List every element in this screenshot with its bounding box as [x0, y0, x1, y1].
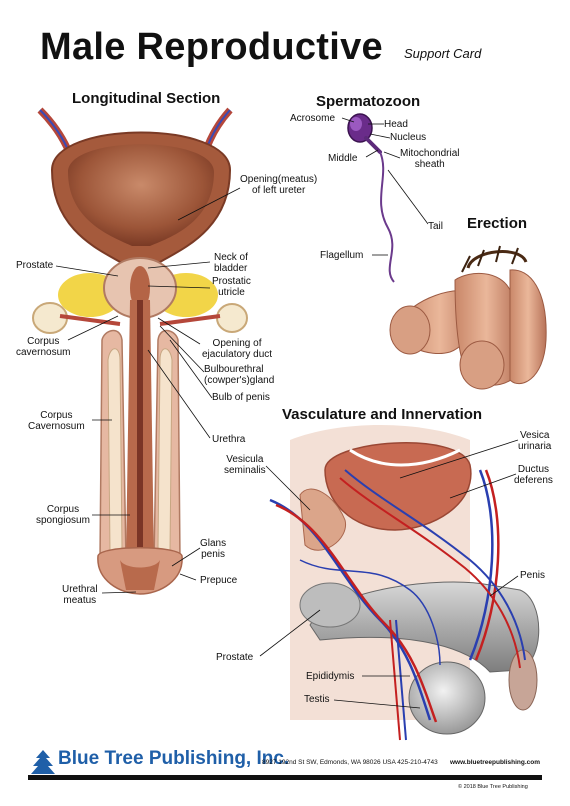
longitudinal-section-drawing: [32, 107, 248, 595]
label-bulb-penis: Bulb of penis: [212, 392, 270, 403]
publisher-website: www.bluetreepublishing.com: [450, 759, 541, 766]
publisher-address: 8927 192nd St SW, Edmonds, WA 98026 USA …: [262, 759, 438, 766]
leader-lines: [55, 117, 519, 709]
label-corpus-spongiosum: Corpus spongiosum: [36, 504, 90, 526]
label-middle: Middle: [328, 153, 358, 164]
label-urethral-meatus: Urethral meatus: [62, 584, 98, 606]
label-testis: Testis: [304, 694, 330, 705]
section-title-vasculature: Vasculature and Innervation: [282, 406, 483, 423]
label-mitochondrial-sheath: Mitochondrial sheath: [400, 148, 460, 170]
label-glans-penis: Glans penis: [200, 538, 227, 560]
label-prostate-left: Prostate: [16, 260, 54, 271]
label-corpus-cavernosum-small: Corpus cavernosum: [16, 336, 71, 358]
section-title-longitudinal: Longitudinal Section: [72, 90, 221, 107]
label-vesicula-seminalis: Vesicula seminalis: [224, 454, 266, 476]
label-epididymis: Epididymis: [306, 671, 355, 682]
page-title: Male Reproductive: [40, 26, 383, 68]
spermatozoon-drawing: [347, 113, 395, 283]
section-title-spermatozoon: Spermatozoon: [316, 93, 421, 110]
label-urethra: Urethra: [212, 434, 246, 445]
label-acrosome: Acrosome: [290, 113, 336, 124]
footer-divider: [28, 775, 542, 780]
label-opening-ejaculatory: Opening of ejaculatory duct: [202, 338, 273, 360]
label-nucleus: Nucleus: [390, 132, 427, 143]
label-prostatic-utricle: Prostatic utricle: [212, 276, 251, 298]
label-head: Head: [384, 119, 408, 130]
label-flagellum: Flagellum: [320, 250, 364, 261]
vasculature-drawing: [269, 425, 540, 741]
label-opening-meatus: Opening(meatus) of left ureter: [240, 174, 318, 196]
erection-drawing: [389, 245, 547, 390]
tree-logo-icon: [31, 750, 55, 774]
label-neck-bladder: Neck of bladder: [214, 252, 248, 274]
label-ductus-deferens: Ductus deferens: [514, 464, 553, 486]
publisher-name: Blue Tree Publishing, Inc.: [58, 748, 290, 769]
label-tail: Tail: [428, 221, 444, 232]
copyright-notice: © 2018 Blue Tree Publishing: [458, 784, 528, 790]
label-prepuce: Prepuce: [200, 575, 238, 586]
page-subtitle: Support Card: [404, 46, 482, 61]
label-prostate-right: Prostate: [216, 652, 254, 663]
label-bulbourethral: Bulbourethral (cowper's)gland: [204, 364, 275, 386]
label-penis: Penis: [520, 570, 546, 581]
label-corpus-cavernosum: Corpus Cavernosum: [28, 410, 85, 432]
label-vesica-urinaria: Vesica urinaria: [518, 430, 552, 452]
section-title-erection: Erection: [467, 215, 528, 232]
